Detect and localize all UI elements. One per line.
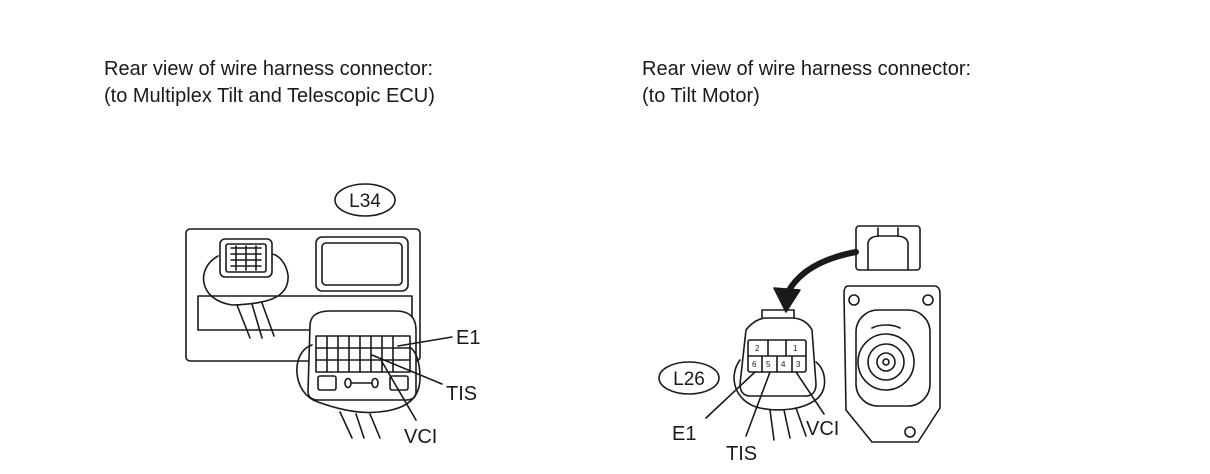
- l34-code-oval: [334, 183, 396, 217]
- l26-pin-4: 4: [781, 360, 786, 369]
- l26-pin-1: 1: [793, 344, 798, 353]
- l34-tis-leader: [371, 354, 443, 385]
- l34-e1-leader: [397, 336, 453, 347]
- l26-code-oval: [658, 361, 720, 395]
- motor-side-connector: [855, 225, 921, 271]
- left-caption-line1: Rear view of wire harness connector:: [104, 58, 434, 80]
- arrow-icon: [773, 249, 859, 313]
- l26-pin-2: 2: [755, 344, 760, 353]
- l26-pin-5: 5: [766, 360, 771, 369]
- left-caption-line2: (to Multiplex Tilt and Telescopic ECU): [104, 85, 435, 107]
- l26-tis-label: TIS: [726, 443, 757, 465]
- l34-vci-leader: [380, 359, 417, 421]
- l26-vci-leader: [795, 371, 825, 415]
- l34-code-label: L34: [349, 191, 381, 212]
- right-caption: Rear view of wire harness connector: (to…: [642, 56, 971, 110]
- l26-pin-6: 6: [752, 360, 757, 369]
- l34-vci-label: VCI: [404, 426, 437, 448]
- left-caption: Rear view of wire harness connector: (to…: [104, 56, 435, 110]
- l34-tis-label: TIS: [446, 383, 477, 405]
- l26-vci-label: VCI: [806, 418, 839, 440]
- l26-pin-3: 3: [796, 360, 801, 369]
- l26-e1-leader: [705, 371, 756, 419]
- l26-code-label: L26: [673, 369, 705, 390]
- l26-connector: [733, 309, 826, 441]
- l34-connector: [296, 310, 421, 439]
- left-connector-group: L34: [185, 183, 480, 448]
- l26-e1-label: E1: [672, 423, 696, 445]
- right-caption-line1: Rear view of wire harness connector:: [642, 58, 972, 80]
- l34-e1-label: E1: [456, 327, 480, 349]
- right-caption-line2: (to Tilt Motor): [642, 85, 760, 107]
- l26-tis-leader: [745, 371, 771, 437]
- tilt-motor: [843, 285, 941, 443]
- right-connector-group: 2 1 6 5 4 3 L26 E1 TIS VCI: [658, 225, 941, 465]
- l26-pin-numbers: 2 1 6 5 4 3: [752, 344, 801, 369]
